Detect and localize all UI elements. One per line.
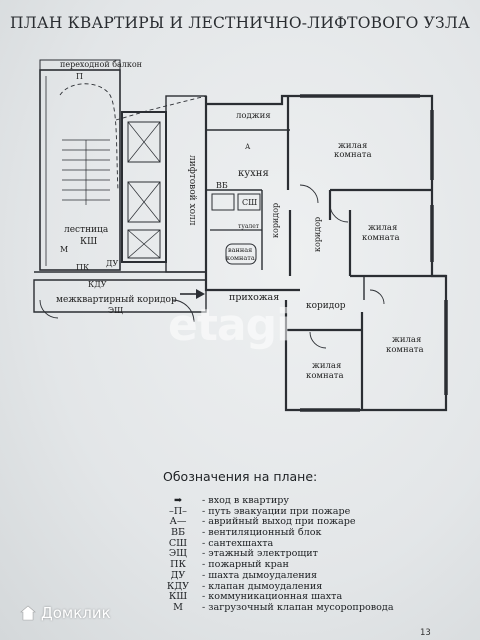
legend-desc: - шахта дымоудаления [202,569,318,581]
label-balcony-mark: П [76,72,83,81]
legend-symbol: ПК [170,559,186,571]
legend-desc: - загрузочный клапан мусоропровода [202,601,394,613]
legend-row: –П– - путь эвакуации при пожаре [154,505,414,518]
legend-symbol: ДУ [170,569,186,581]
label-room4-b: комната [306,371,344,381]
label-ssh: СШ [242,198,257,207]
legend-desc: - клапан дымоудаления [202,580,323,592]
label-balcony: переходной балкон [60,60,142,69]
legend-desc: - этажный электрощит [202,548,318,560]
legend-desc: - вентиляционный блок [202,527,322,539]
label-m: М [60,245,68,254]
legend-row: ПК - пожарный кран [154,559,414,571]
legend-symbol: ➡ [173,495,183,506]
brand-logo[interactable]: Домклик [20,604,111,622]
label-room1-a: жилая [338,141,367,151]
brand-name: Домклик [41,604,111,622]
label-kitchen: кухня [238,168,269,179]
legend-symbol: ВБ [170,527,186,539]
legend-row: А— - аврийный выход при пожаре [154,517,414,528]
label-ehsch: ЭЩ [108,306,123,315]
legend-desc: - сантехшахта [202,537,274,549]
legend-symbol: ЭЩ [168,548,188,560]
legend-desc: - вход в квартиру [202,495,290,506]
domclick-logo-icon [20,605,36,621]
label-room1-b: комната [334,150,372,160]
legend-row: СШ - сантехшахта [154,537,414,550]
label-pk: ПК [76,263,90,272]
legend-symbol: СШ [168,537,188,549]
legend-row: М - загрузочный клапан мусоропровода [154,601,414,614]
label-common-corridor: межквартирный коридор [56,295,177,305]
legend-symbol: –П– [169,505,187,517]
legend-desc: - коммуникационная шахта [202,591,343,603]
label-toilet: туалет [238,223,260,230]
page-title: ПЛАН КВАРТИРЫ И ЛЕСТНИЧНО-ЛИФТОВОГО УЗЛА [10,14,470,32]
legend-title: Обозначения на плане: [163,469,318,484]
label-bathroom-2: комната [226,254,255,262]
label-vb: ВБ [216,181,228,190]
label-room4-a: жилая [312,361,341,371]
legend-list: ➡ - вход в квартиру –П– - путь эвакуации п… [154,495,414,614]
legend-symbol: КДУ [166,580,190,592]
label-hallway: прихожая [229,292,279,303]
label-loggia: лоджия [236,111,271,121]
legend-row: КШ - коммуникационная шахта [154,591,414,603]
legend-row: ДУ - шахта дымоудаления [154,569,414,582]
label-kdu: КДУ [88,280,107,289]
label-room2-a: жилая [368,223,397,233]
label-stairs: лестница [64,225,109,235]
legend-symbol: КШ [168,591,188,603]
legend-desc: - пожарный кран [202,559,289,571]
label-du: ДУ [106,259,119,268]
legend-row: ВБ - вентиляционный блок [154,527,414,539]
legend-symbol: М [173,601,183,613]
label-exit-mark: А [245,143,251,151]
label-corridor-b: коридор [271,203,280,238]
legend-row: ➡ - вход в квартиру [154,495,414,507]
label-stairs-ksh: КШ [80,237,97,247]
label-lift-hall: лифтовой холл [187,155,197,226]
legend-row: ЭЩ - этажный электрощит [154,549,414,560]
legend-desc: - путь эвакуации при пожаре [202,505,351,517]
label-room3-a: жилая [392,335,421,345]
label-corridor-a: коридор [306,301,346,311]
label-room3-b: комната [386,345,424,355]
label-corridor-c: коридор [313,217,322,252]
label-room2-b: комната [362,233,400,243]
legend-desc: - аврийный выход при пожаре [202,516,356,528]
label-bathroom-1: ванная [228,246,252,254]
watermark: etagi [168,300,291,351]
page-number: 13 [420,628,431,638]
legend-symbol: А— [169,516,187,528]
legend-row: КДУ - клапан дымоудаления [154,580,414,593]
